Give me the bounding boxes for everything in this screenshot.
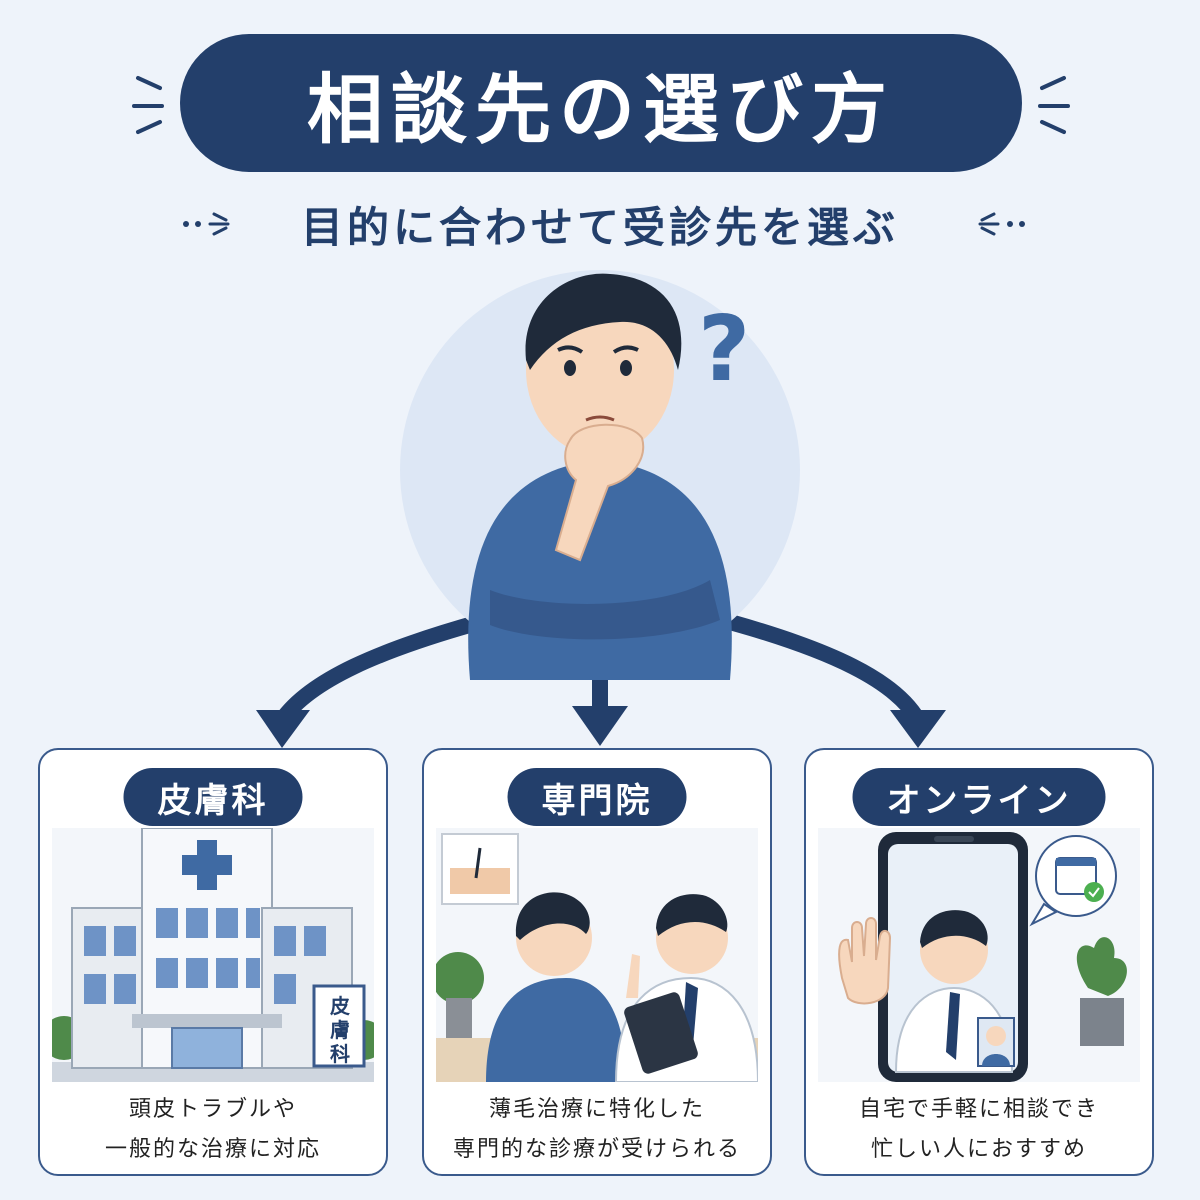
card-line: 専門的な診療が受けられる bbox=[452, 1137, 741, 1162]
title-banner: 相談先の選び方 bbox=[180, 34, 1022, 172]
subtitle-left-dots-icon bbox=[183, 212, 230, 236]
right-arrowhead-icon bbox=[890, 710, 946, 748]
left-spark-icon bbox=[132, 76, 164, 134]
card-label-dermatology: 皮膚科 bbox=[123, 768, 303, 826]
subtitle-right-dots-icon bbox=[978, 212, 1025, 236]
left-arrowhead-icon bbox=[256, 710, 310, 748]
card-label-specialist: 専門院 bbox=[507, 768, 687, 826]
hospital-sign: 皮膚科 bbox=[330, 994, 350, 1066]
page-title: 相談先の選び方 bbox=[307, 65, 895, 154]
card-description-online: 自宅で手軽に相談でき 忙しい人におすすめ bbox=[806, 1090, 1152, 1170]
card-label-online: オンライン bbox=[852, 768, 1106, 826]
doctor-consultation-icon bbox=[436, 828, 758, 1082]
branch-arrows bbox=[256, 614, 946, 748]
hospital-building-icon bbox=[52, 828, 374, 1082]
card-line: 一般的な治療に対応 bbox=[104, 1137, 321, 1162]
page-subtitle: 目的に合わせて受診先を選ぶ bbox=[300, 202, 899, 252]
card-dermatology[interactable]: 皮膚科 皮膚科 頭皮トラブルや 一般的な治療に対応 bbox=[38, 748, 388, 1176]
smartphone-video-call-icon bbox=[818, 828, 1140, 1082]
question-mark-icon: ? bbox=[698, 297, 750, 402]
card-line: 忙しい人におすすめ bbox=[870, 1137, 1087, 1162]
card-line: 自宅で手軽に相談でき bbox=[858, 1097, 1099, 1122]
card-description-dermatology: 頭皮トラブルや 一般的な治療に対応 bbox=[40, 1090, 386, 1170]
right-spark-icon bbox=[1038, 76, 1070, 134]
thinking-person-icon: ? bbox=[400, 270, 800, 680]
card-specialist-clinic[interactable]: 専門院 薄毛治療に特化した 専門的な診療が受けられる bbox=[422, 748, 772, 1176]
center-arrowhead-icon bbox=[572, 706, 628, 746]
card-online[interactable]: オンライン 自宅で手軽に相談でき 忙しい人におすすめ bbox=[804, 748, 1154, 1176]
card-description-specialist: 薄毛治療に特化した 専門的な診療が受けられる bbox=[424, 1090, 770, 1170]
card-line: 薄毛治療に特化した bbox=[488, 1097, 705, 1122]
card-line: 頭皮トラブルや bbox=[128, 1097, 297, 1122]
